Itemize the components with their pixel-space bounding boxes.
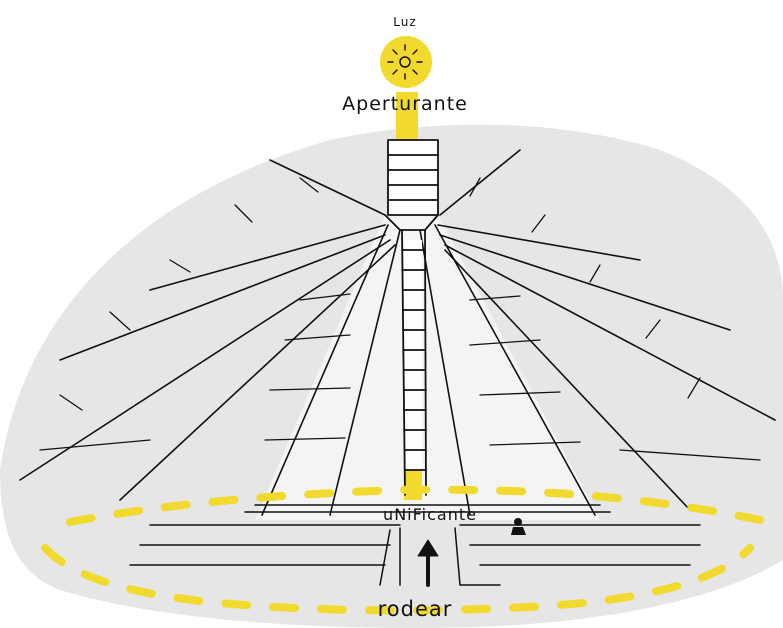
light-column-base [404, 470, 422, 500]
sun-icon [380, 36, 432, 88]
label-rodear: rodear [378, 597, 453, 621]
label-aperturante: Aperturante [342, 93, 468, 115]
label-luz: Luz [393, 15, 416, 29]
label-unificante: uNiFicante [383, 505, 477, 524]
